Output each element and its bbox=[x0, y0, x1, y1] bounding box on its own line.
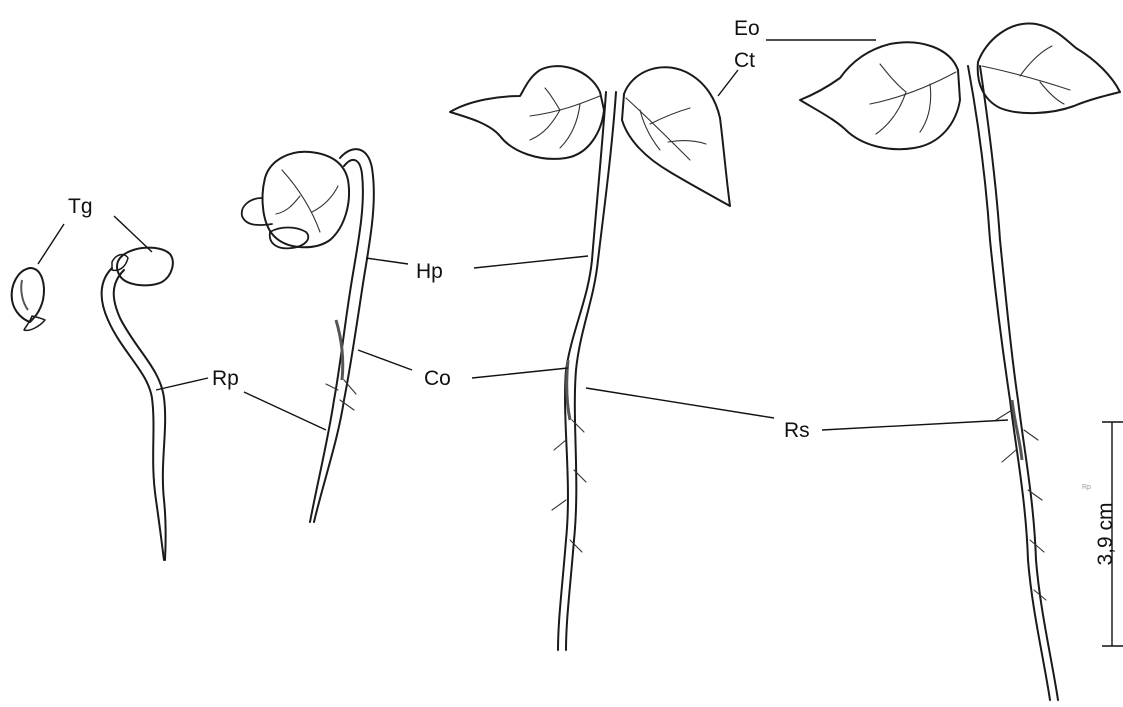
stage2-germinating-seed bbox=[102, 248, 173, 560]
leader-rp-1 bbox=[156, 378, 208, 390]
leader-co-1 bbox=[358, 350, 412, 370]
stage1-seed bbox=[12, 268, 45, 330]
leader-co-2 bbox=[472, 368, 568, 378]
leader-hp-2 bbox=[474, 256, 588, 268]
stage4-cotyledon-seedling bbox=[450, 66, 730, 650]
label-co: Co bbox=[424, 367, 451, 390]
label-ct: Ct bbox=[734, 49, 755, 72]
stage5-eophyll-seedling bbox=[800, 23, 1120, 700]
leader-lines bbox=[38, 40, 1008, 430]
stage3-hook-seedling bbox=[242, 149, 374, 522]
leader-rs-2 bbox=[822, 420, 1008, 430]
label-rp-small: Rp bbox=[1082, 484, 1091, 491]
leader-rp-2 bbox=[244, 392, 326, 430]
scale-bar: 3,9 cm bbox=[1094, 422, 1123, 646]
leader-tg-1 bbox=[38, 224, 64, 264]
label-eo: Eo bbox=[734, 17, 760, 40]
label-rp: Rp bbox=[212, 367, 239, 390]
leader-hp-1 bbox=[366, 258, 408, 264]
scale-bar-label: 3,9 cm bbox=[1094, 502, 1117, 565]
leader-ct bbox=[718, 70, 738, 96]
label-hp: Hp bbox=[416, 260, 443, 283]
labels: Tg Rp Hp Co Rs Eo Ct Rp bbox=[68, 17, 1091, 491]
leader-tg-2 bbox=[114, 216, 152, 252]
leader-rs-1 bbox=[586, 388, 774, 418]
label-rs: Rs bbox=[784, 419, 810, 442]
label-tg: Tg bbox=[68, 195, 93, 218]
